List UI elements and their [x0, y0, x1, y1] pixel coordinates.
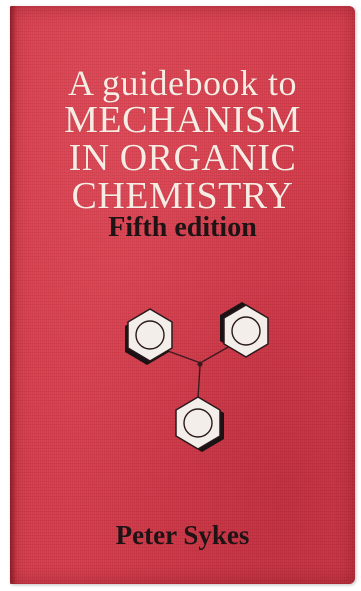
- edition-label: Fifth edition: [108, 212, 257, 243]
- title-line-3: IN ORGANIC: [68, 137, 297, 179]
- book-cover: [10, 6, 355, 584]
- benzene-ring-right: [220, 302, 269, 358]
- cover-spine-edge: [10, 6, 17, 584]
- bond-lines: [164, 345, 231, 399]
- central-carbon-dot: [197, 361, 203, 367]
- benzene-ring-left: [125, 308, 173, 365]
- triphenylmethyl-molecule-icon: [125, 302, 269, 452]
- author-name: Peter Sykes: [115, 520, 250, 550]
- title-line-4: CHEMISTRY: [71, 175, 294, 217]
- benzene-ring-bottom: [175, 396, 224, 452]
- title-line-2: MECHANISM: [64, 99, 301, 141]
- title-line-1: A guidebook to: [68, 63, 297, 103]
